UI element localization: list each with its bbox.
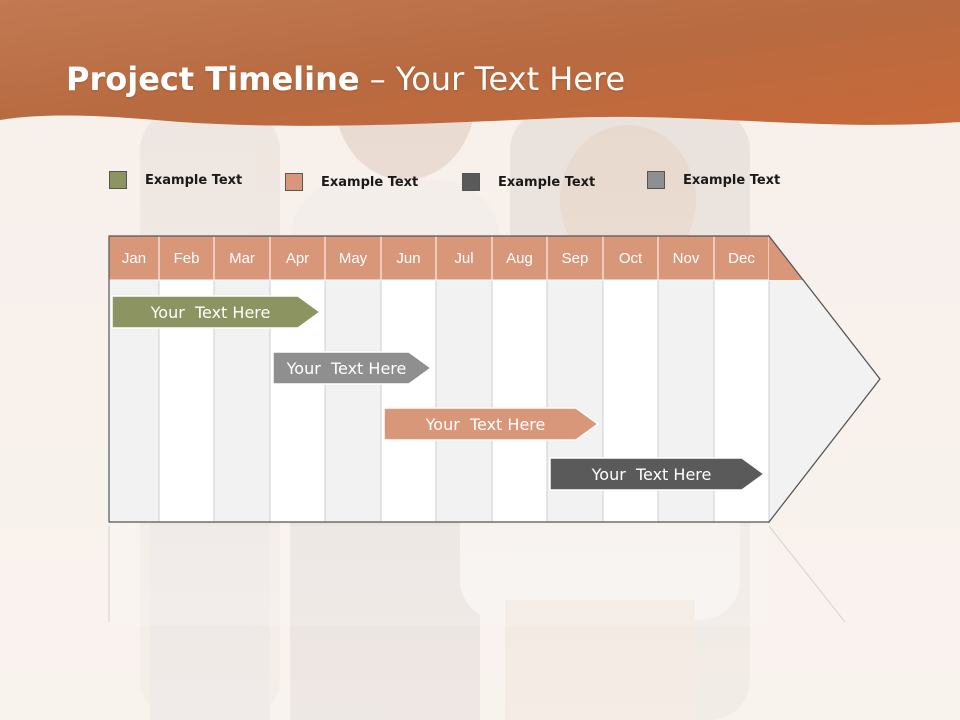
month-label: Dec <box>728 250 755 267</box>
legend-item-2: Example Text <box>285 172 418 192</box>
title-rest: – Your Text Here <box>359 60 626 98</box>
month-header-cell <box>380 235 437 281</box>
legend-label: Example Text <box>321 174 419 190</box>
month-column <box>435 279 493 523</box>
month-label: Apr <box>286 250 309 267</box>
header-band <box>0 0 960 126</box>
legend-label: Example Text <box>683 172 781 188</box>
month-label: Feb <box>174 250 200 267</box>
month-header-cell <box>546 235 604 281</box>
task-bar <box>272 351 433 385</box>
month-label: Jan <box>122 250 146 267</box>
task-bar <box>383 407 600 441</box>
timeline-reflection <box>109 526 769 626</box>
legend-swatch <box>462 173 480 191</box>
month-column <box>380 279 437 523</box>
legend-swatch <box>647 171 665 189</box>
month-label: Nov <box>673 250 700 267</box>
legend-label: Example Text <box>498 174 596 190</box>
task-bar <box>111 295 322 329</box>
month-label: Mar <box>229 250 255 267</box>
legend-item-3: Example Text <box>462 172 595 192</box>
month-column <box>491 279 548 523</box>
month-label: Aug <box>506 250 533 267</box>
legend-item-1: Example Text <box>109 170 242 190</box>
month-label: Jul <box>454 250 473 267</box>
month-column <box>324 279 382 523</box>
month-header-cell <box>108 235 160 281</box>
task-label: Your Text Here <box>591 465 712 484</box>
reflection-edge <box>768 525 846 623</box>
month-header-cell <box>491 235 548 281</box>
month-header-cell <box>213 235 271 281</box>
month-label: Sep <box>562 250 589 267</box>
legend-swatch <box>285 173 303 191</box>
month-label: Jun <box>396 250 420 267</box>
task-bar <box>549 457 766 491</box>
legend-label: Example Text <box>145 172 243 188</box>
month-label: May <box>339 250 368 267</box>
month-header-cell <box>324 235 382 281</box>
slide-title: Project Timeline – Your Text Here <box>66 60 625 98</box>
month-label: Oct <box>619 250 643 267</box>
legend-swatch <box>109 171 127 189</box>
timeline-frame <box>108 235 881 523</box>
task-label: Your Text Here <box>425 415 546 434</box>
task-label: Your Text Here <box>150 303 271 322</box>
title-bold: Project Timeline <box>66 60 360 98</box>
task-label: Your Text Here <box>286 359 407 378</box>
legend-item-4: Example Text <box>647 170 780 190</box>
month-header-cell <box>269 235 326 281</box>
